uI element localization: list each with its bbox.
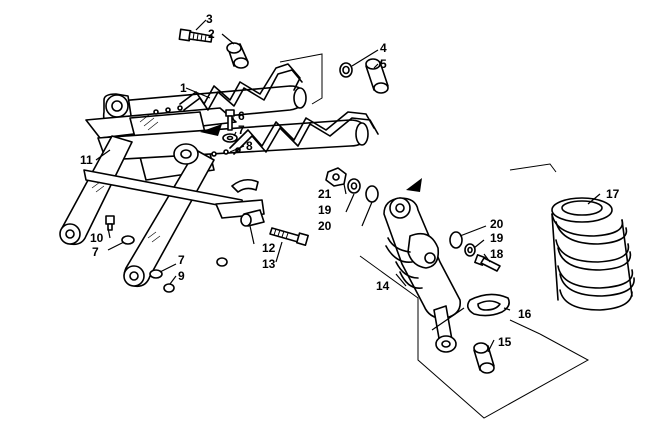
swing-arm-assembly <box>59 85 369 288</box>
wire-guard-lower <box>229 111 379 155</box>
callout-14: 14 <box>376 279 390 293</box>
bolt-part-10 <box>105 215 115 231</box>
washer-part-7-upper <box>222 133 238 143</box>
callout-5: 5 <box>380 57 387 71</box>
group-outline-shock <box>359 163 590 419</box>
direction-arrow-icon <box>406 178 422 192</box>
callout-7-left: 7 <box>92 245 99 259</box>
washer-part-19-left <box>347 178 361 194</box>
bushing-part-2 <box>226 42 249 69</box>
bushing-part-15 <box>473 342 495 374</box>
callout-11: 11 <box>80 153 93 167</box>
retainer-part-16 <box>466 293 510 317</box>
nut-part-21 <box>325 167 347 187</box>
callout-1: 1 <box>180 81 187 95</box>
callout-4: 4 <box>380 41 387 55</box>
callout-20-left: 20 <box>318 219 332 233</box>
bolt-part-18 <box>474 254 501 272</box>
callout-16: 16 <box>518 307 532 321</box>
bolt-part-13 <box>269 227 309 246</box>
nut-part-9-upper <box>216 257 228 267</box>
callout-9: 9 <box>178 269 185 283</box>
bolt-part-6 <box>225 109 235 131</box>
washer-part-7-left <box>121 235 135 245</box>
washer-part-19-right <box>464 243 476 257</box>
callout-8: 8 <box>246 139 253 153</box>
callout-20-right: 20 <box>490 217 504 231</box>
callout-21: 21 <box>318 187 332 201</box>
group-outline-upper <box>279 53 323 105</box>
leader-lines <box>95 19 601 353</box>
callout-6: 6 <box>238 109 245 123</box>
nut-part-9 <box>163 283 175 293</box>
callout-3: 3 <box>206 12 213 26</box>
callout-19-left: 19 <box>318 203 332 217</box>
wire-guard-upper <box>179 63 303 111</box>
bolt-part-3 <box>178 28 213 43</box>
callout-12: 12 <box>262 241 276 255</box>
bushing-part-12 <box>240 209 265 227</box>
callout-7-lower: 7 <box>178 253 185 267</box>
washer-part-4 <box>339 62 353 78</box>
washer-part-7-lower <box>149 269 163 279</box>
callout-15: 15 <box>498 335 512 349</box>
callout-7-upper: 7 <box>238 123 245 137</box>
callout-10: 10 <box>90 231 104 245</box>
direction-arrow-icon <box>200 124 222 136</box>
coil-spring-part-17 <box>551 197 635 311</box>
spacer-part-5 <box>365 58 389 94</box>
spacer-part-20-left <box>365 185 379 203</box>
callout-13: 13 <box>262 257 276 271</box>
spacer-part-20-right <box>449 231 463 249</box>
callout-18: 18 <box>490 247 504 261</box>
callout-19-right: 19 <box>490 231 504 245</box>
shock-absorber-part-14 <box>383 197 465 353</box>
callout-2: 2 <box>208 27 215 41</box>
callout-17: 17 <box>606 187 620 201</box>
callout-labels: 3 2 1 4 5 6 7 8 11 10 7 7 9 12 13 21 19 … <box>80 12 620 349</box>
